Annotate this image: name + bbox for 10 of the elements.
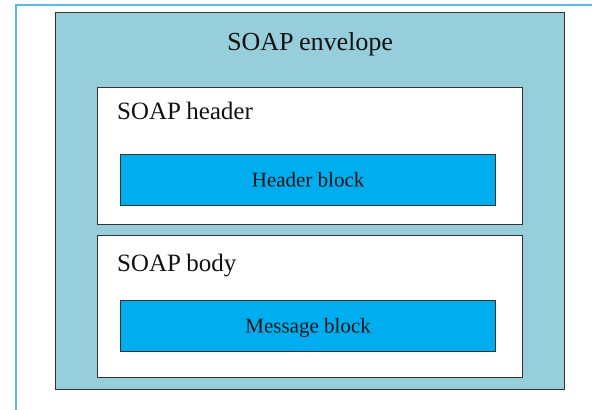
block-box	[120, 154, 496, 206]
envelope-title: SOAP envelope	[227, 27, 393, 57]
block-label: Message block	[245, 314, 371, 338]
section-box	[97, 235, 523, 378]
section-title: SOAP body	[117, 250, 236, 278]
envelope-box	[55, 12, 565, 390]
block-box	[120, 300, 496, 352]
section-title: SOAP header	[117, 98, 253, 126]
section-box	[97, 87, 523, 225]
block-label: Header block	[252, 168, 364, 192]
